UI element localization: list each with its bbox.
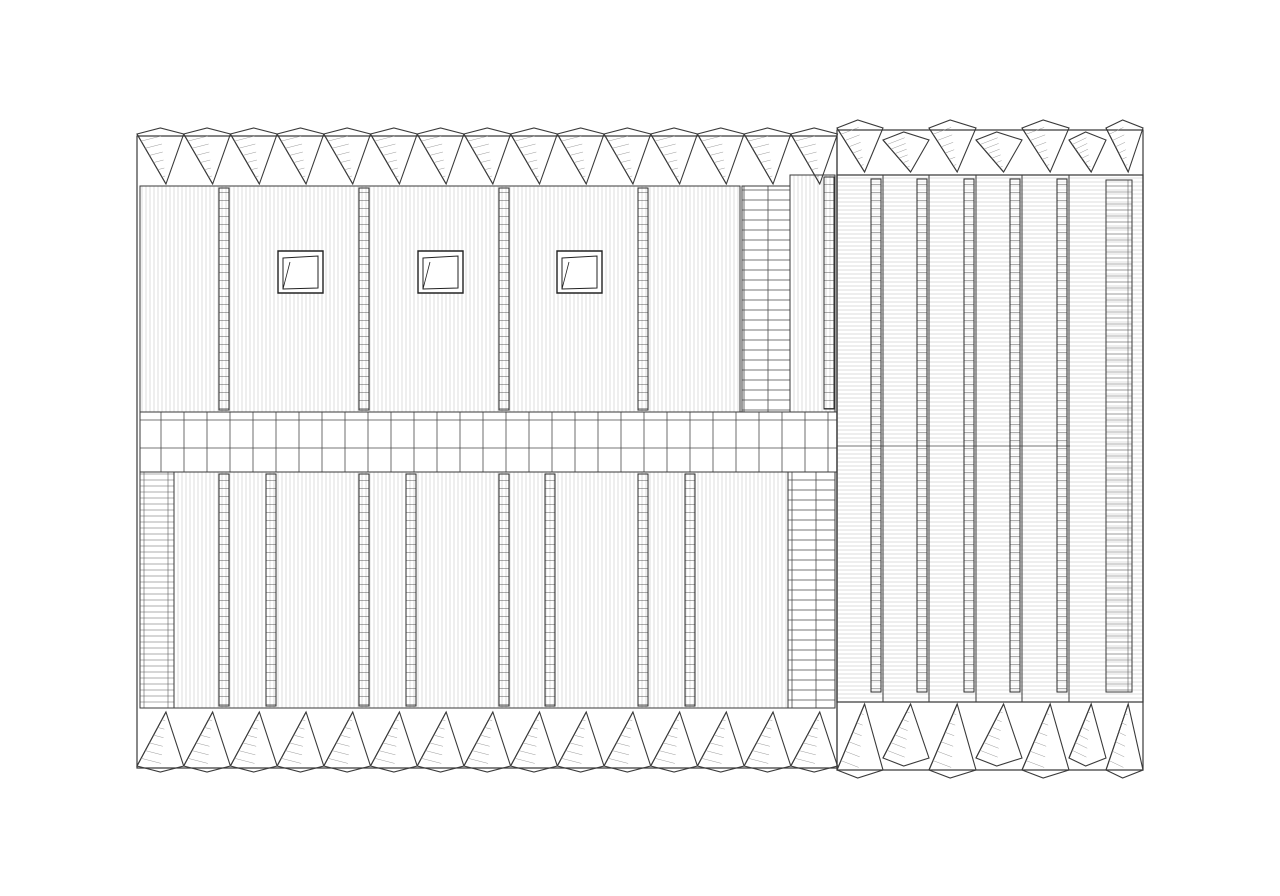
sawtooth-bay [976, 704, 1022, 766]
east-roof-outline [837, 130, 1143, 770]
sawtooth-bay [837, 120, 883, 172]
east-tiled-strip [1106, 180, 1132, 692]
east-top-sawtooth-row [837, 120, 1143, 172]
upper-right-tiled-field [742, 186, 790, 412]
skylight-strip [871, 179, 881, 692]
sawtooth-bay [277, 712, 324, 772]
skylight-strip [219, 188, 229, 410]
sawtooth-bay [1106, 704, 1143, 778]
skylight-strip [359, 188, 369, 410]
sawtooth-bay [929, 120, 976, 172]
sawtooth-bay [464, 128, 511, 184]
skylight-strip [917, 179, 927, 692]
sawtooth-bay [557, 712, 604, 772]
skylight-strip [266, 474, 276, 706]
skylight-strip [499, 188, 509, 410]
east-roof-field [837, 175, 1143, 702]
skylight-strip [359, 474, 369, 706]
sawtooth-bay [1069, 704, 1106, 766]
roof-windows [278, 251, 602, 293]
sawtooth-bay [883, 132, 929, 172]
roof-window [557, 251, 602, 293]
sawtooth-bay [511, 712, 558, 772]
lower-left-tiled-field [140, 472, 174, 708]
sawtooth-bay [1069, 132, 1106, 172]
skylight-strip [1010, 179, 1020, 692]
roof-window [278, 251, 323, 293]
skylight-strip [545, 474, 555, 706]
east-vertical-dividers [883, 175, 1069, 702]
skylight-strip [638, 188, 648, 410]
skylight-strip [685, 474, 695, 706]
sawtooth-bay [1022, 120, 1069, 172]
central-walkway-grid [140, 412, 837, 472]
sawtooth-bay [837, 704, 883, 778]
sawtooth-bay [137, 712, 184, 772]
sawtooth-bay [883, 704, 929, 766]
sawtooth-bay [324, 712, 371, 772]
sawtooth-bay [417, 712, 464, 772]
skylight-strip [824, 177, 834, 409]
sawtooth-bay [184, 712, 231, 772]
sawtooth-bay [464, 712, 511, 772]
roof-window [418, 251, 463, 293]
west-roof-block [137, 128, 838, 772]
sawtooth-bay [604, 712, 651, 772]
upper-roof-field [140, 186, 740, 412]
sawtooth-bay [929, 704, 976, 778]
sawtooth-bay [744, 712, 791, 772]
upper-skylight-strips [219, 188, 648, 410]
west-bottom-sawtooth-row [137, 712, 838, 772]
skylight-strip [406, 474, 416, 706]
skylight-strip [219, 474, 229, 706]
skylight-strip [638, 474, 648, 706]
skylight-strip [964, 179, 974, 692]
skylight-strip [499, 474, 509, 706]
sawtooth-bay [230, 712, 277, 772]
sawtooth-bay [371, 712, 418, 772]
sawtooth-bay [1022, 704, 1069, 778]
sawtooth-bay [976, 132, 1022, 172]
lower-skylight-strips [219, 474, 695, 706]
skylight-strip [1057, 179, 1067, 692]
lower-right-tiled-field [788, 472, 835, 708]
sawtooth-bay [791, 712, 838, 772]
sawtooth-bay [651, 712, 698, 772]
sawtooth-bay [1106, 120, 1143, 172]
east-skylight-strips [824, 177, 1067, 692]
east-bottom-sawtooth-row [837, 704, 1143, 778]
sawtooth-bay [697, 712, 744, 772]
east-roof-block [824, 120, 1143, 778]
